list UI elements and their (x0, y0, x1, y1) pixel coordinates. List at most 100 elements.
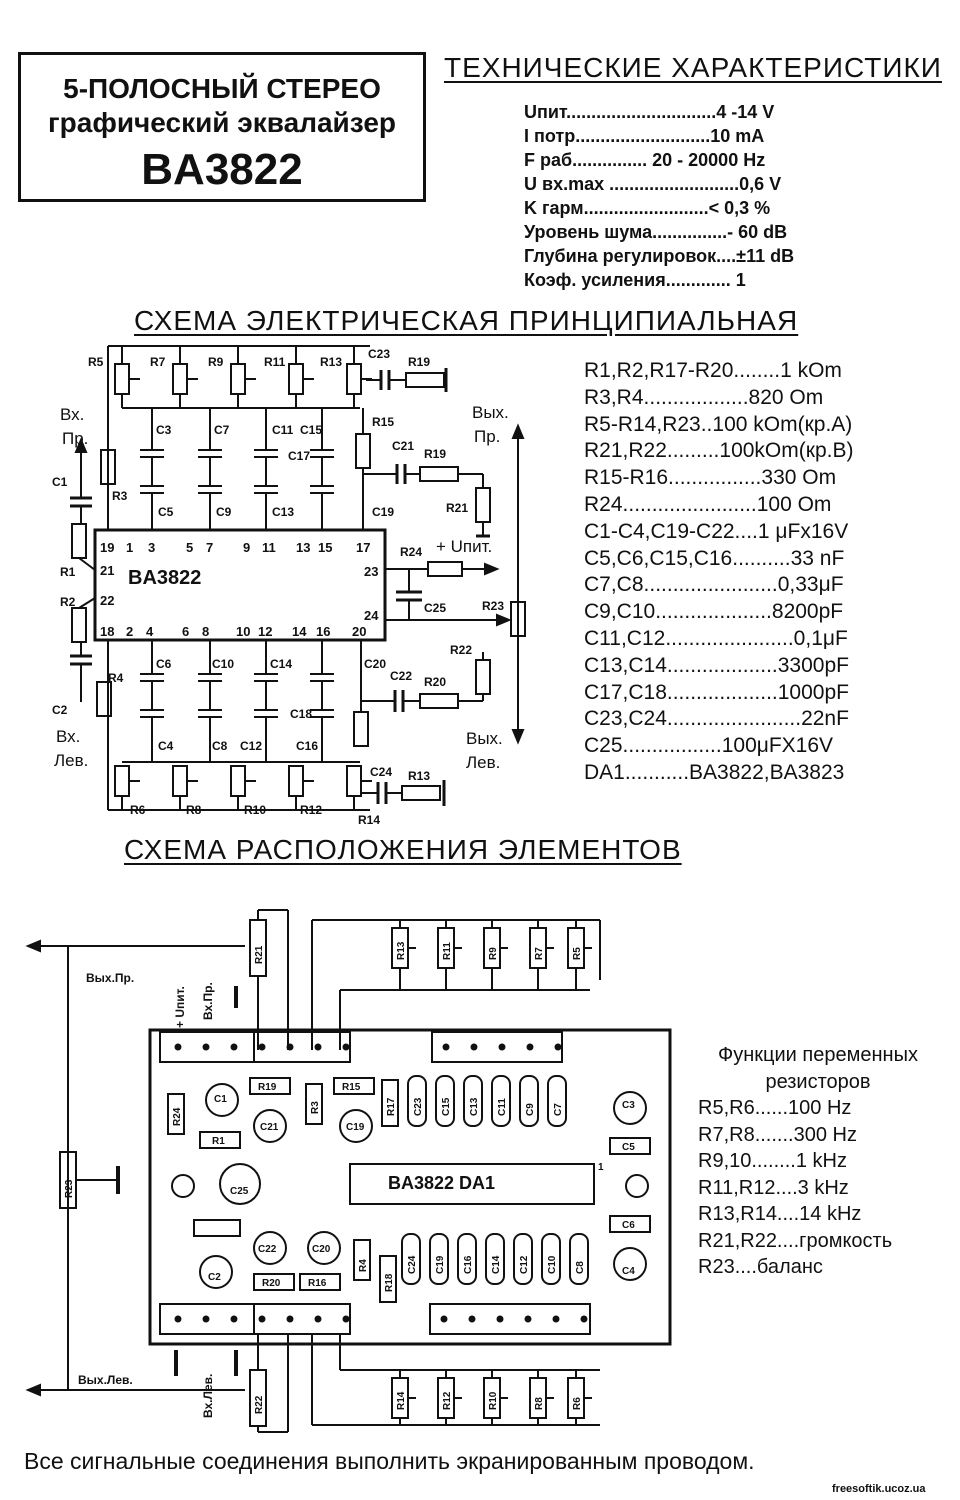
spec-row: U вх.max ..........................0,6 V (524, 174, 782, 194)
pad (496, 1315, 504, 1323)
part-label: R8 (534, 1397, 545, 1410)
part-label: R12 (442, 1391, 453, 1410)
part-label: C15 (441, 1097, 452, 1116)
spec-row: Uпит..............................4 -14 … (524, 102, 775, 122)
potentiometer (114, 363, 130, 395)
part-label: C10 (547, 1255, 558, 1274)
schematic-diagram: BA3822 19 1 3 5 7 9 11 13 15 17 18 2 4 6… (52, 345, 526, 827)
parts-row: C23,C24.......................22nF (584, 707, 849, 731)
functions-title-2: резисторов (765, 1070, 871, 1093)
pad (174, 1315, 182, 1323)
part-label: C6 (622, 1220, 635, 1231)
pin-label: 3 (148, 540, 155, 555)
part-label: R24 (400, 545, 422, 559)
potentiometer (288, 363, 304, 395)
pin-label: 17 (356, 540, 370, 555)
capacitor (513, 1233, 533, 1285)
potentiometer (172, 363, 188, 395)
part-label: C22 (258, 1244, 277, 1255)
pin-label: 5 (186, 540, 193, 555)
functions-row: R5,R6......100 Hz (698, 1097, 852, 1119)
part-label: R16 (308, 1278, 327, 1289)
parts-row: C7,C8.......................0,33μF (584, 573, 844, 597)
parts-row: C1-C4,C19-C22....1 μFx16V (584, 519, 849, 543)
functions-row: R13,R14....14 kHz (698, 1203, 862, 1225)
part-label: C13 (469, 1097, 480, 1116)
part-label: C19 (435, 1255, 446, 1274)
part-label: C12 (240, 739, 262, 753)
part-label: R22 (254, 1395, 265, 1414)
part-label: R20 (424, 675, 446, 689)
part-label: R19 (408, 355, 430, 369)
part-label: C20 (364, 657, 386, 671)
pin-label: 9 (243, 540, 250, 555)
supply-label: + Uпит. (173, 986, 187, 1028)
specs-list: Uпит..............................4 -14 … (524, 100, 794, 292)
capacitor (429, 1233, 449, 1285)
part-label: C18 (290, 707, 312, 721)
part-label: C25 (424, 601, 446, 615)
part-label: C21 (392, 439, 414, 453)
supply-label: + Uпит. (436, 537, 492, 556)
part-label: C13 (272, 505, 294, 519)
part-label: C2 (208, 1272, 221, 1283)
functions-row: R7,R8.......300 Hz (698, 1123, 857, 1146)
out-left-label: Вых. (466, 729, 503, 748)
part-label: R20 (262, 1278, 281, 1289)
functions-list: Функции переменных резисторов R5,R6.....… (698, 1042, 938, 1281)
pad (258, 1043, 266, 1051)
in-right-label-2: Пр. (62, 429, 88, 448)
part-label: R17 (386, 1097, 397, 1116)
part-label: C3 (622, 1100, 635, 1111)
in-left-label: Вх. (56, 727, 80, 746)
part-label: R11 (442, 942, 453, 960)
pad (286, 1043, 294, 1051)
parts-row: C17,C18...................1000pF (584, 680, 849, 704)
pin-label: 18 (100, 624, 114, 639)
part-label: R6 (130, 803, 146, 817)
pad (580, 1315, 588, 1323)
site-credit: freesoftik.ucoz.ua (832, 1483, 926, 1495)
capacitor (547, 1075, 567, 1127)
capacitor (435, 1075, 455, 1127)
pin-label: 15 (318, 540, 332, 555)
spec-row: Глубина регулировок....±11 dB (524, 246, 795, 266)
title-line-2: графический эквалайзер (48, 107, 396, 138)
capacitor (485, 1233, 505, 1285)
pad (554, 1043, 562, 1051)
part-label: R5 (572, 947, 583, 960)
pad (442, 1043, 450, 1051)
part-label: R11 (264, 355, 286, 369)
pin-label: 11 (262, 540, 276, 555)
spec-row: I потр...........................10 mA (524, 126, 765, 146)
part-label: R7 (534, 947, 545, 960)
part-label: C4 (622, 1266, 635, 1277)
schematic-heading: СХЕМА ЭЛЕКТРИЧЕСКАЯ ПРИНЦИПИАЛЬНАЯ (134, 305, 799, 336)
part-label: R10 (488, 1391, 499, 1410)
footer-note: Все сигнальные соединения выполнить экра… (24, 1448, 755, 1474)
spec-row: Коэф. усиления............. 1 (524, 270, 746, 290)
parts-row: R3,R4..................820 Om (584, 385, 824, 409)
schematic-chip-label: BA3822 (128, 567, 201, 589)
in-left-label-2: Лев. (54, 751, 88, 770)
title-line-1: 5-ПОЛОСНЫЙ СТЕРЕО (63, 73, 381, 104)
pad (468, 1315, 476, 1323)
layout-heading: СХЕМА РАСПОЛОЖЕНИЯ ЭЛЕМЕНТОВ (124, 834, 682, 865)
pin-label: 6 (182, 624, 189, 639)
functions-row: R23....баланс (698, 1256, 823, 1278)
part-label: C11 (272, 423, 294, 437)
pin1-label: 1 (598, 1162, 604, 1173)
pad (314, 1043, 322, 1051)
part-label: R2 (60, 595, 76, 609)
capacitor (519, 1075, 539, 1127)
pad (230, 1315, 238, 1323)
out-right-label: Вых. (472, 403, 509, 422)
pad (342, 1043, 350, 1051)
pad (552, 1315, 560, 1323)
part-label: R13 (396, 941, 407, 960)
out-right-label-2: Пр. (474, 427, 500, 446)
part-label: C3 (156, 423, 172, 437)
part-label: C25 (230, 1186, 249, 1197)
part-label: R14 (396, 1391, 407, 1410)
potentiometer (230, 363, 246, 395)
